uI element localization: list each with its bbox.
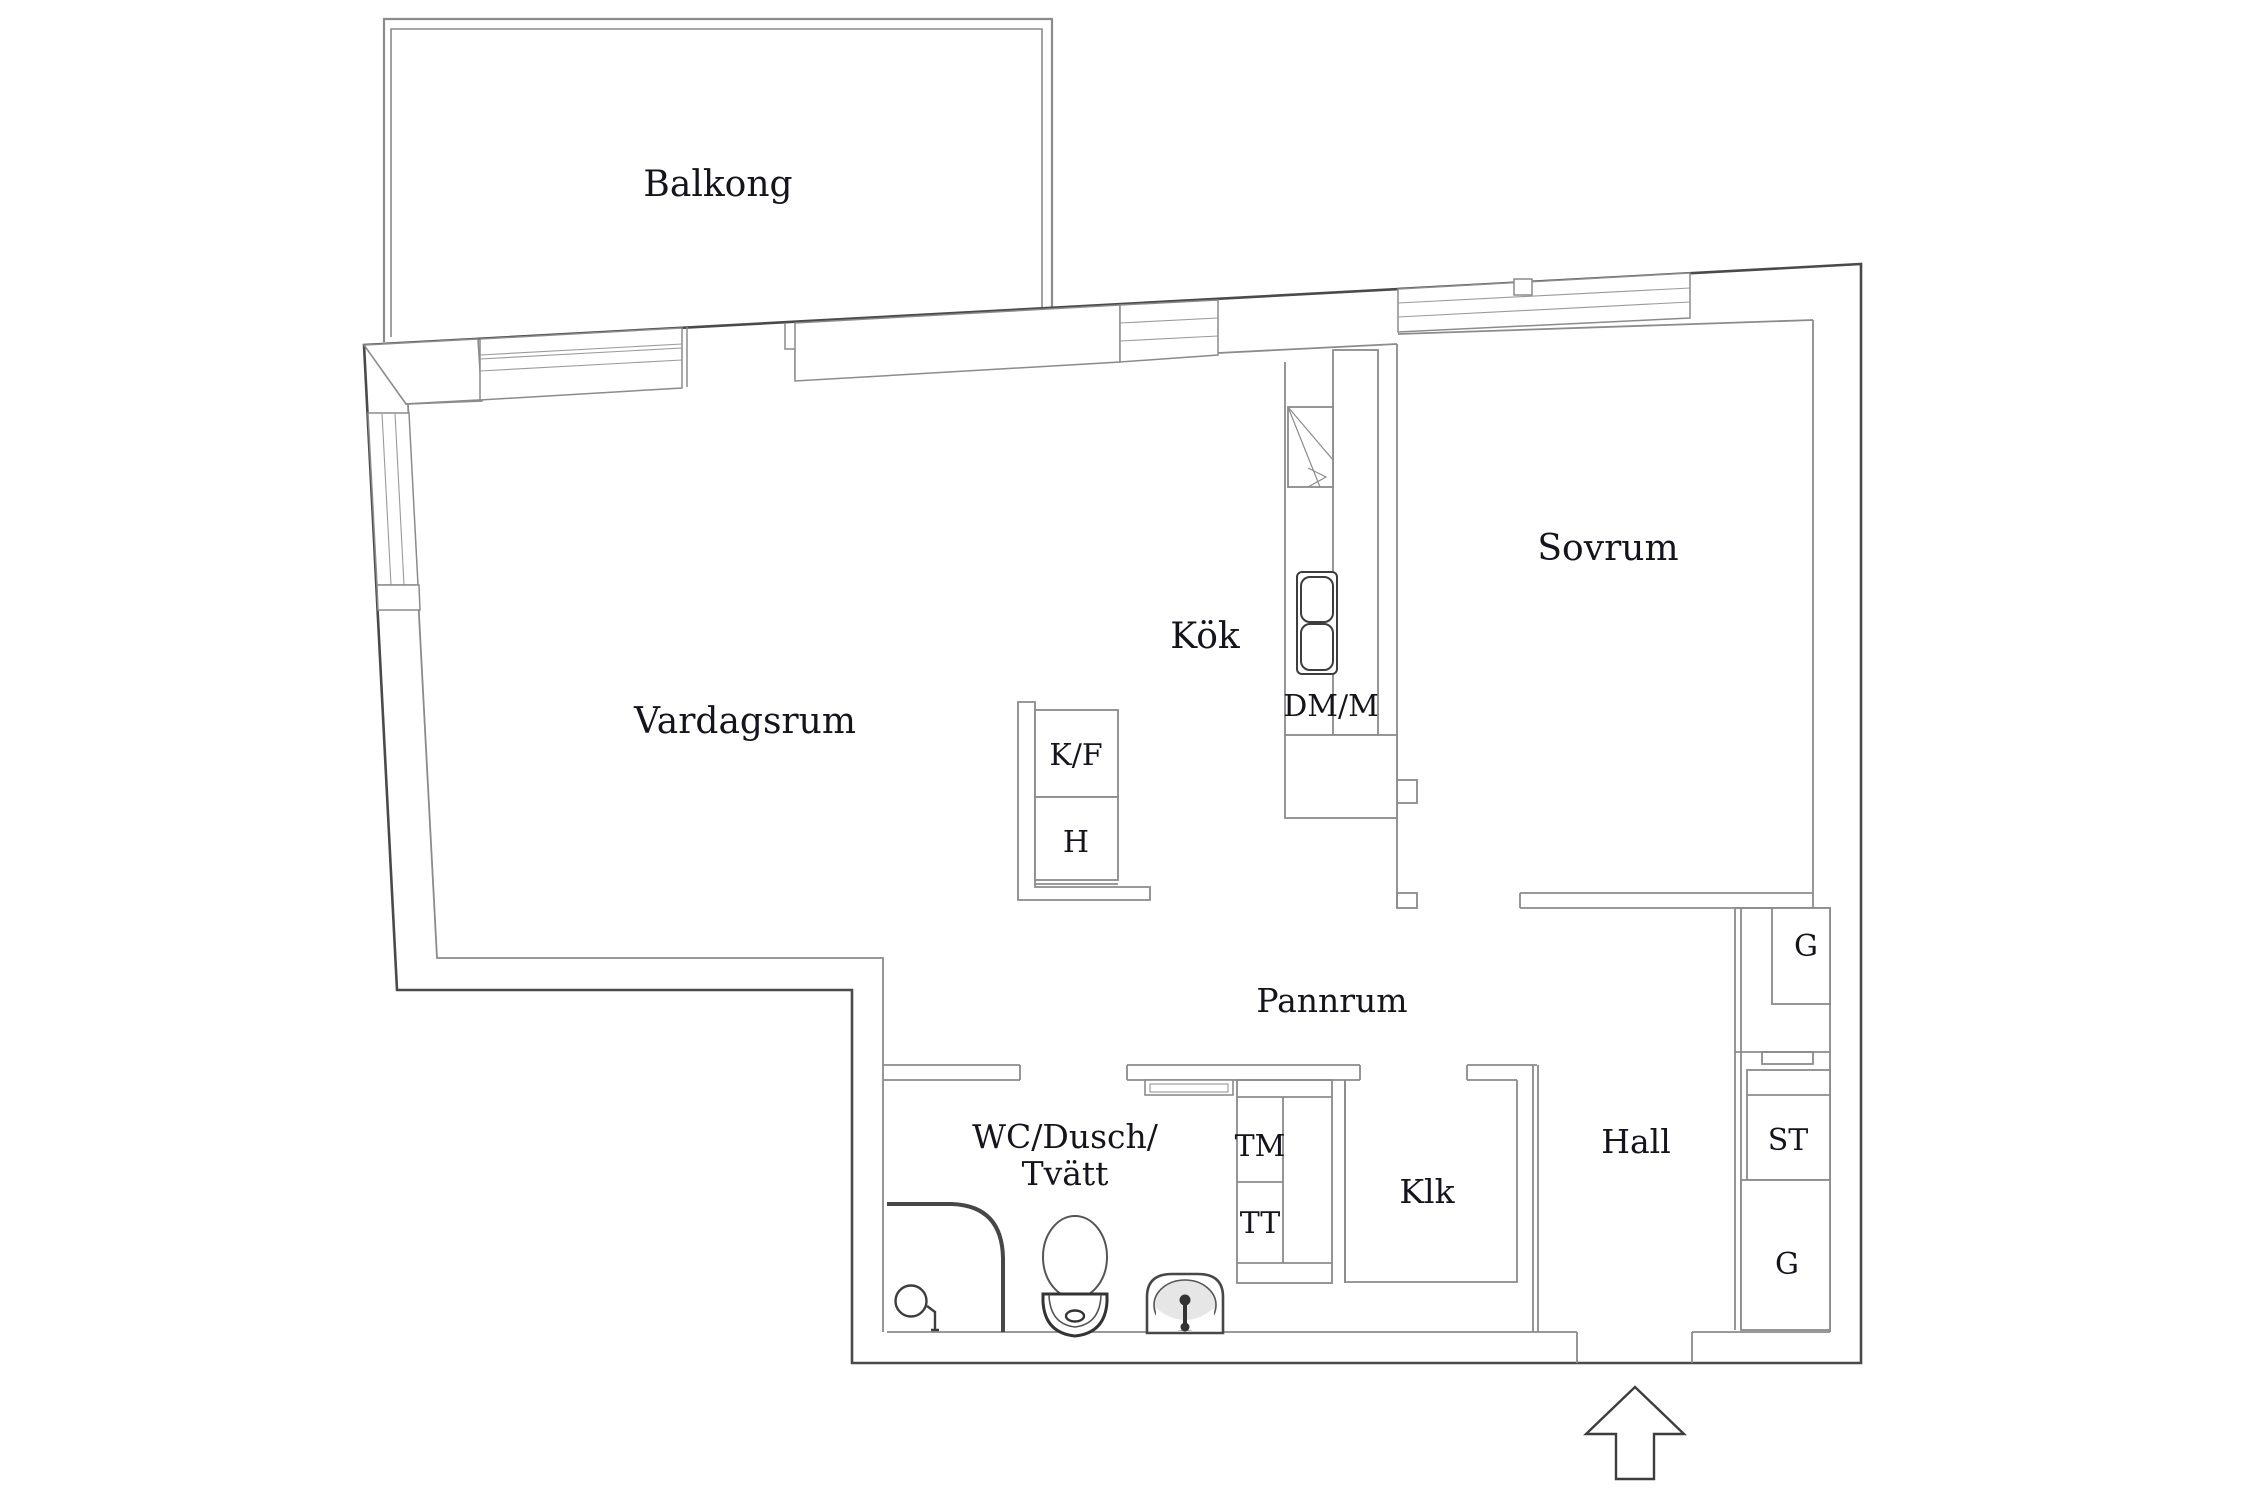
label-bathroom-line2: Tvätt [1022, 1154, 1109, 1193]
kitchen-sink-icon [1296, 571, 1338, 675]
spandrel-wall-band [794, 304, 1121, 382]
corner-wall-block [362, 338, 483, 405]
label-bathroom-line1: WC/Dusch/ [972, 1117, 1159, 1156]
label-washer: TM [1235, 1129, 1286, 1164]
window-latch-icon [1513, 278, 1533, 296]
sliding-door [1144, 1079, 1234, 1096]
label-dryer: TT [1240, 1206, 1281, 1241]
bedroom-window [1397, 272, 1691, 333]
corner-cabinet-icon [1287, 406, 1334, 488]
label-hall: Hall [1601, 1122, 1671, 1161]
balcony-outline [382, 17, 1054, 342]
living-room-window [479, 327, 683, 401]
apartment-outer-wall [362, 262, 1863, 1365]
label-balcony: Balkong [643, 164, 792, 205]
appliance-unit [1017, 701, 1151, 901]
wardrobes [1740, 907, 1831, 1331]
label-kitchen: Kök [1170, 616, 1241, 657]
toilet-icon [1041, 1215, 1109, 1338]
west-window [367, 412, 421, 611]
shower-icon [887, 1202, 1005, 1332]
label-wardrobe-1: G [1794, 929, 1818, 964]
kitchen-cabinets [1284, 349, 1398, 819]
entrance-arrow-icon [1583, 1385, 1687, 1481]
laundry-unit [1236, 1079, 1346, 1284]
label-boiler-room: Pannrum [1256, 981, 1407, 1020]
label-wardrobe-2: G [1775, 1247, 1799, 1282]
kitchen-window [1119, 299, 1219, 363]
label-dishwasher: DM/M [1283, 689, 1379, 724]
label-closet: Klk [1399, 1172, 1455, 1211]
label-fridge-freezer: K/F [1049, 738, 1102, 773]
label-bedroom: Sovrum [1537, 528, 1678, 569]
balcony-door-opening [686, 323, 796, 387]
label-oven: H [1063, 825, 1089, 860]
label-cleaning-closet: ST [1768, 1123, 1809, 1158]
bathroom-sink-icon [1145, 1272, 1225, 1335]
label-living-room: Vardagsrum [633, 701, 856, 742]
